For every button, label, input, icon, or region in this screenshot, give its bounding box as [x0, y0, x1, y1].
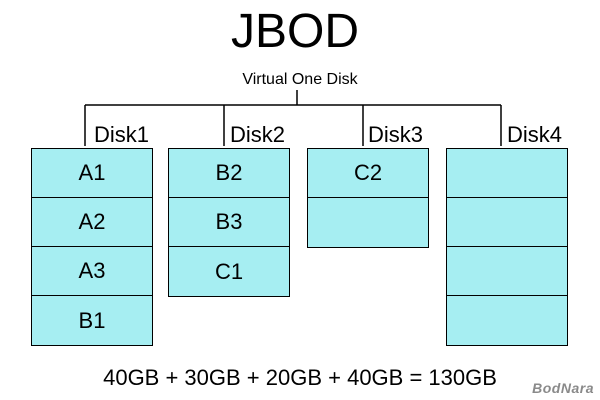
- disk1-label: Disk1: [94, 122, 150, 147]
- disk4-stack: [446, 148, 568, 346]
- disk-block: B2: [169, 149, 289, 198]
- disk3-stack: C2: [307, 148, 429, 248]
- capacity-formula: 40GB + 30GB + 20GB + 40GB = 130GB: [103, 365, 497, 390]
- disk3-label: Disk3: [368, 122, 424, 147]
- disk-block: C1: [214, 258, 244, 284]
- disk-block: [447, 296, 567, 345]
- disk1-stack: A1 A2 A3 B1: [31, 148, 153, 346]
- disk-block: [308, 198, 428, 247]
- virtual-disk-label: Virtual One Disk: [242, 71, 358, 88]
- disk-block: A2: [32, 198, 152, 247]
- disk-block: C2: [308, 149, 428, 198]
- watermark-logo: BodNara: [532, 380, 594, 396]
- disk-block: [447, 247, 567, 296]
- disk-block: B1: [78, 307, 106, 333]
- disk2-stack: B2 B3 C1: [168, 148, 290, 297]
- disk-block: [447, 149, 567, 198]
- diagram-title: JBOD: [230, 5, 359, 58]
- disk-block: [447, 198, 567, 247]
- disk4-label: Disk4: [507, 122, 563, 147]
- disk-block: A1: [32, 149, 152, 198]
- disk-block: A3: [32, 247, 152, 296]
- disk2-label: Disk2: [230, 122, 286, 147]
- disk-block: B3: [169, 198, 289, 247]
